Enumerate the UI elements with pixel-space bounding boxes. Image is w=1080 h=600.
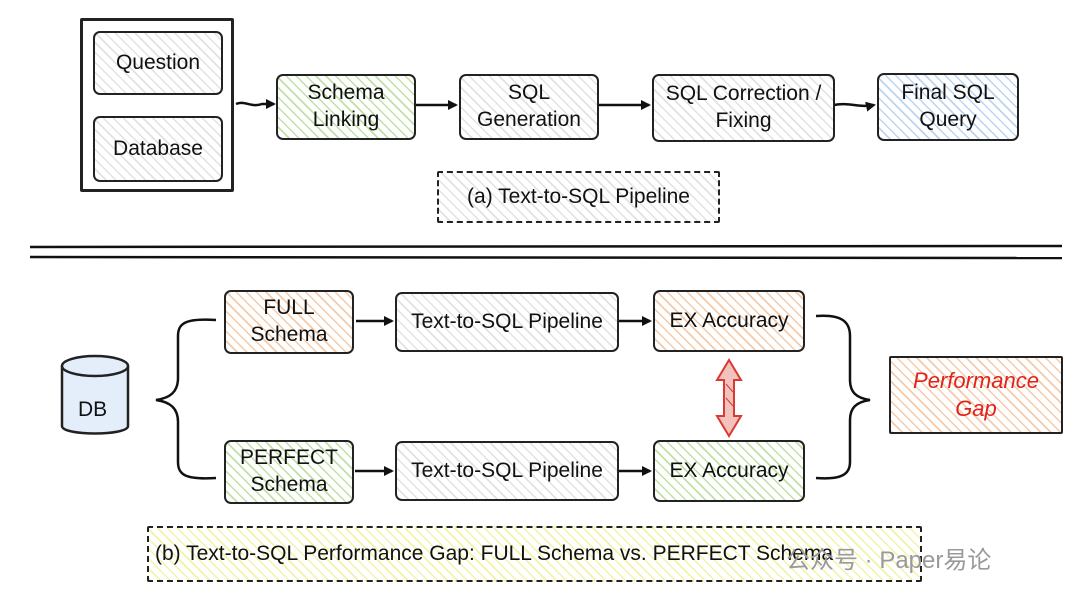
performance-gap-label: Performance Gap bbox=[913, 367, 1039, 421]
gap-caption: (b) Text-to-SQL Performance Gap: FULL Sc… bbox=[147, 526, 922, 582]
database-cylinder bbox=[60, 354, 130, 435]
database-input-box: Database bbox=[93, 116, 223, 182]
arrow-inputs-to-schema-linking bbox=[235, 99, 276, 109]
final-sql-query-step: Final SQL Query bbox=[877, 73, 1019, 141]
full-schema-box: FULL Schema bbox=[224, 290, 354, 354]
comparison-double-arrow bbox=[715, 358, 743, 438]
separator-line-bottom bbox=[29, 255, 1063, 260]
separator-line-top bbox=[29, 244, 1063, 249]
sql-correction-step: SQL Correction / Fixing bbox=[652, 74, 835, 142]
top-pipeline-box: Text-to-SQL Pipeline bbox=[395, 292, 619, 352]
pipeline-caption: (a) Text-to-SQL Pipeline bbox=[437, 171, 720, 223]
performance-gap-box: Performance Gap bbox=[889, 356, 1063, 434]
perfect-schema-box: PERFECT Schema bbox=[224, 440, 354, 504]
arrow-correction-to-final bbox=[833, 101, 876, 112]
sql-generation-step: SQL Generation bbox=[459, 74, 599, 140]
left-brace bbox=[155, 318, 217, 480]
db-label: DB bbox=[78, 398, 108, 421]
watermark: 公众号 · Paper易论 bbox=[786, 547, 992, 574]
bottom-ex-accuracy-box: EX Accuracy bbox=[653, 440, 805, 502]
question-input-box: Question bbox=[93, 31, 223, 95]
bottom-pipeline-box: Text-to-SQL Pipeline bbox=[395, 441, 619, 501]
top-ex-accuracy-box: EX Accuracy bbox=[653, 290, 805, 352]
right-brace bbox=[815, 314, 871, 480]
schema-linking-step: Schema Linking bbox=[276, 74, 416, 140]
